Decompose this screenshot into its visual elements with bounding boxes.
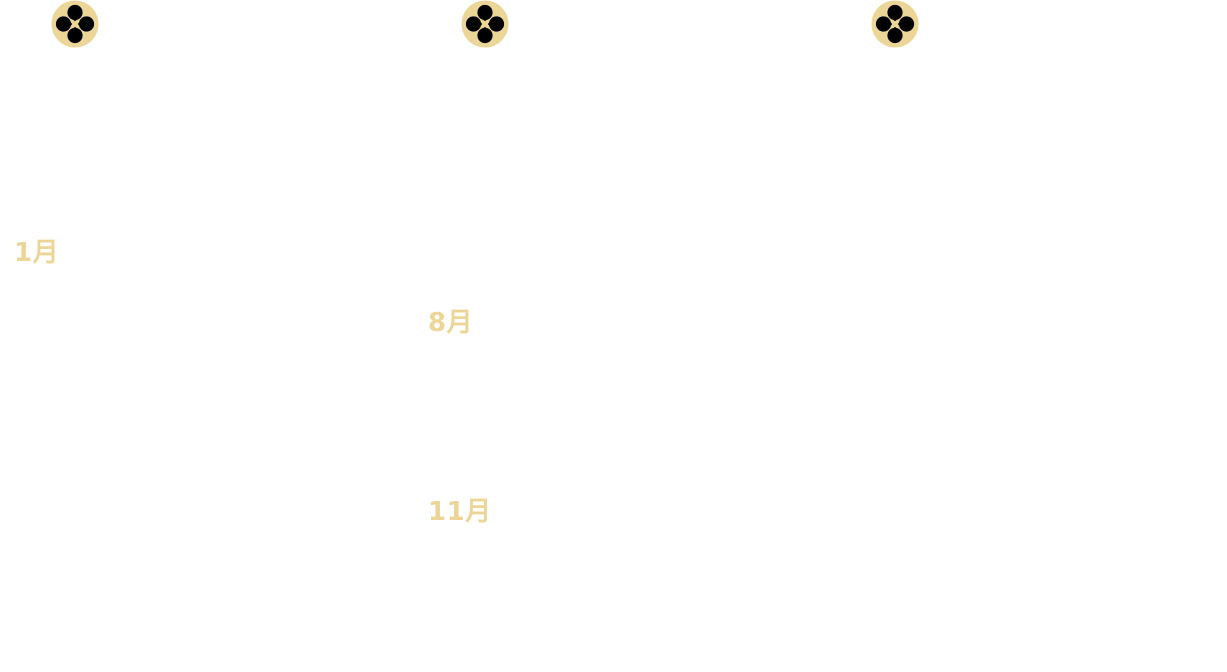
crest-petal [477, 4, 493, 21]
four-flower-crest-icon [51, 0, 99, 48]
crest-petal [465, 16, 482, 32]
crest-petal [875, 16, 892, 32]
crest-petal [67, 4, 83, 21]
crest-petal [887, 27, 903, 44]
crest-petal [477, 27, 493, 44]
crest-stamen [893, 27, 897, 30]
crest-petal [78, 16, 95, 32]
crest-petal [488, 16, 505, 32]
crest-disc [871, 0, 919, 48]
crest-disc [51, 0, 99, 48]
four-flower-crest-icon [461, 0, 509, 48]
crest-stamen [488, 22, 491, 26]
crest-graphic [461, 0, 509, 48]
crest-stamen [893, 18, 897, 21]
crest-stamen [78, 22, 81, 26]
crest-stamen [889, 22, 892, 26]
crest-stamen [73, 27, 77, 30]
crest-graphic [51, 0, 99, 48]
crest-stamen [479, 22, 482, 26]
crest-stamen [73, 18, 77, 21]
crest-stamen [898, 22, 901, 26]
crest-stamen [69, 22, 72, 26]
crest-petal [67, 27, 83, 44]
crest-petal [887, 4, 903, 21]
crest-petal [55, 16, 72, 32]
month-label: 11月 [428, 497, 492, 527]
four-flower-crest-icon [871, 0, 919, 48]
crest-stamen [483, 18, 487, 21]
crest-disc [461, 0, 509, 48]
month-label: 1月 [14, 238, 60, 268]
crest-stamen [483, 27, 487, 30]
month-label: 8月 [428, 308, 474, 338]
crest-graphic [871, 0, 919, 48]
crest-petal [898, 16, 915, 32]
